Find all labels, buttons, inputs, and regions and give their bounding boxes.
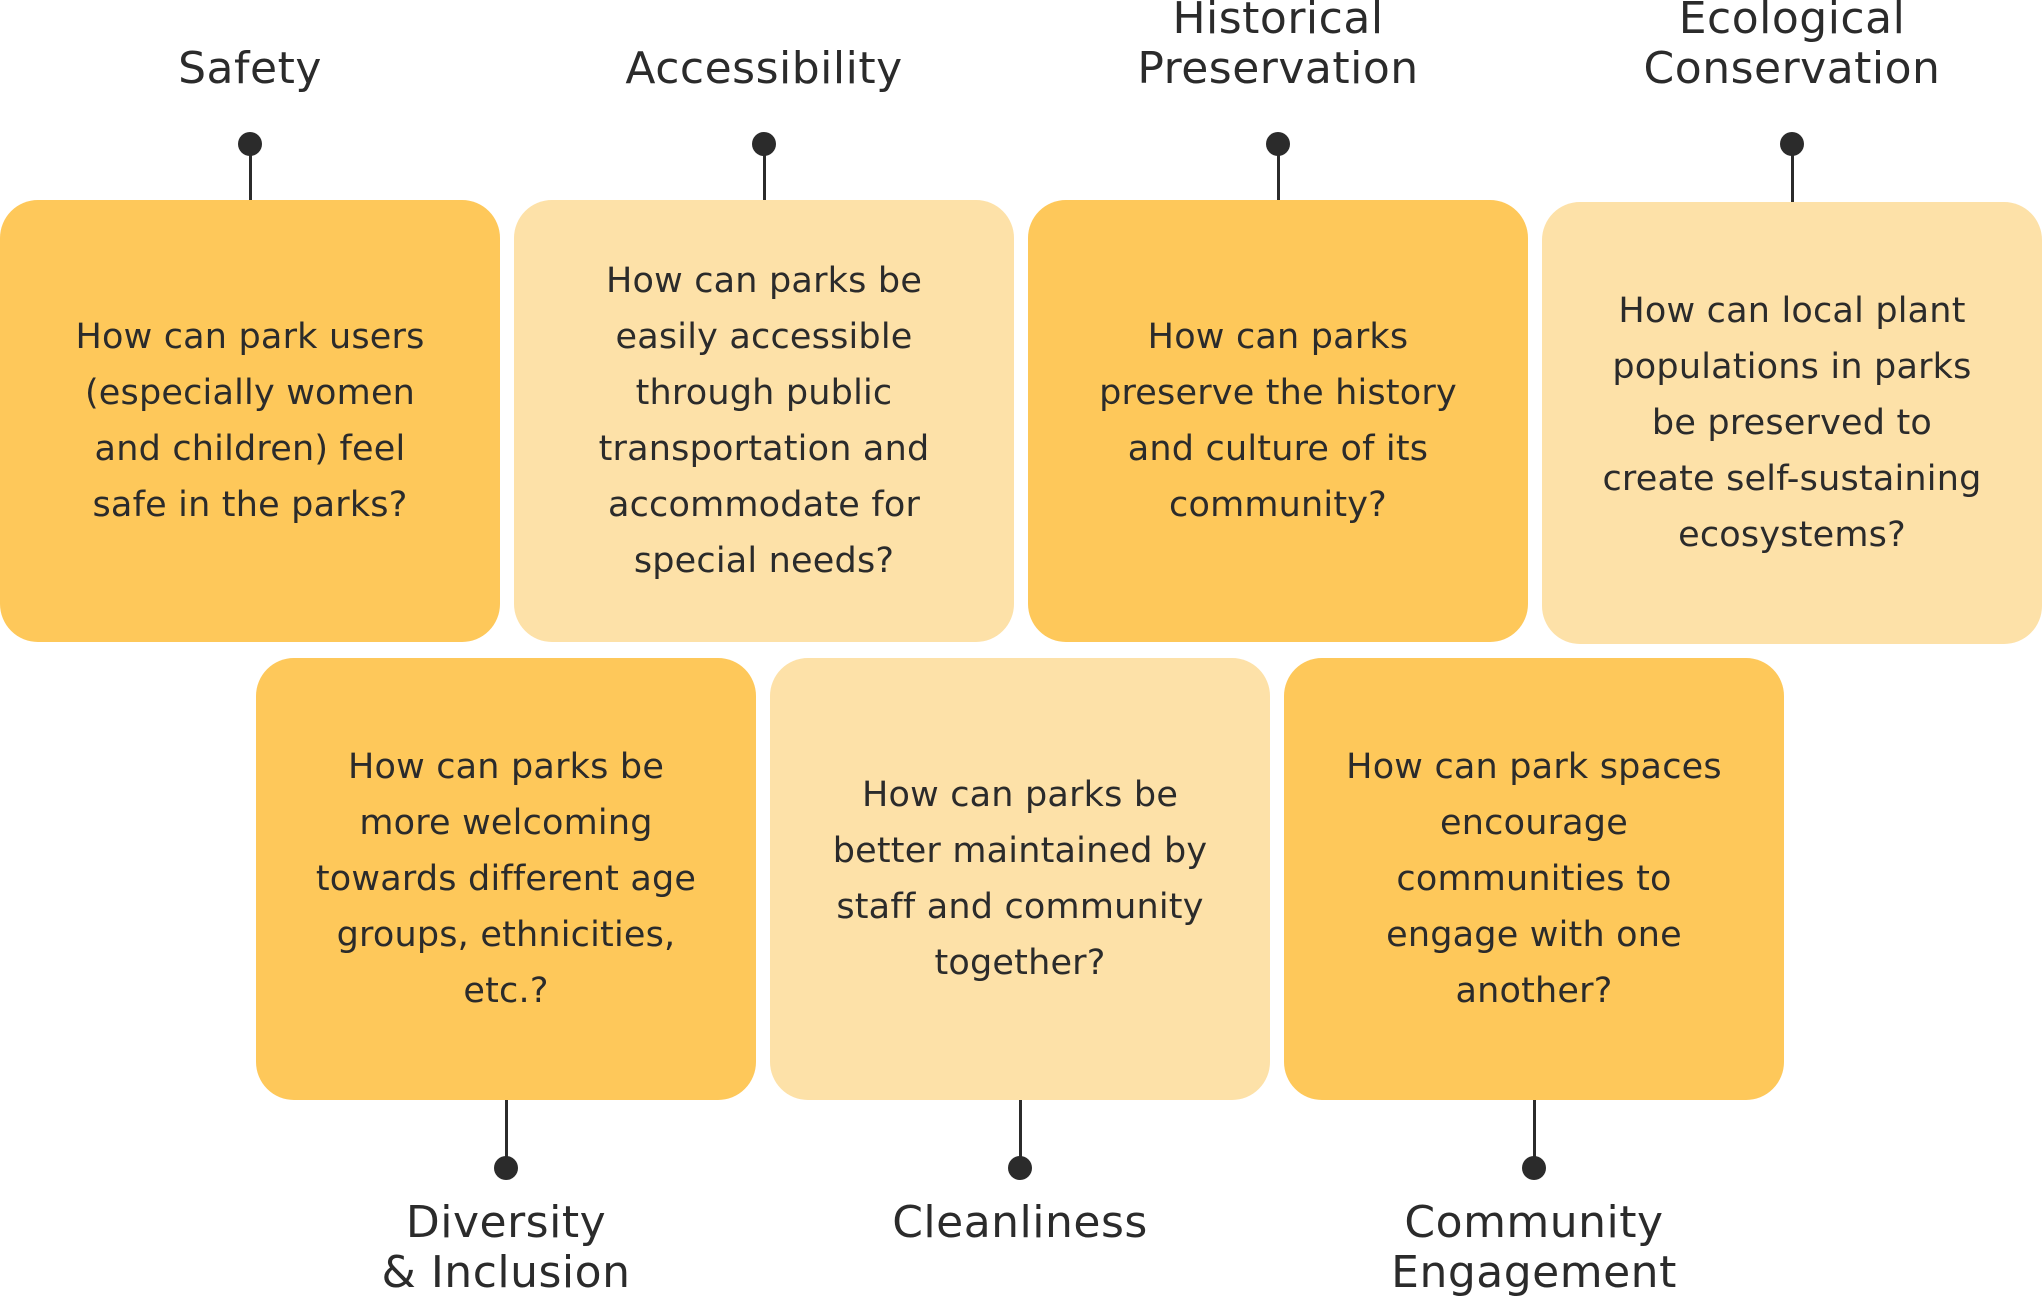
connector-accessibility — [752, 132, 776, 212]
connector-stem — [1790, 144, 1794, 212]
label-community-engagement-line-1: Community — [1404, 1197, 1664, 1248]
card-ecological-conservation-question: How can local plant populations in parks… — [1602, 291, 1982, 555]
label-ecological-conservation: Ecological Conservation — [1542, 0, 2042, 94]
connector-dot — [494, 1156, 518, 1180]
connector-dot — [1008, 1156, 1032, 1180]
label-ecological-conservation-line-1: Ecological — [1678, 0, 1906, 44]
card-diversity-inclusion: How can parks be more welcoming towards … — [256, 658, 756, 1100]
card-community-engagement: How can park spaces encourage communitie… — [1284, 658, 1784, 1100]
label-community-engagement-line-2: Engagement — [1391, 1247, 1677, 1298]
connector-stem — [248, 144, 252, 212]
label-cleanliness: Cleanliness — [770, 1198, 1270, 1248]
label-community-engagement: Community Engagement — [1284, 1198, 1784, 1298]
connector-safety — [238, 132, 262, 212]
card-safety: How can park users (especially women and… — [0, 200, 500, 642]
connector-stem — [1276, 144, 1280, 212]
connector-stem — [762, 144, 766, 212]
connector-stem — [1018, 1100, 1022, 1168]
label-cleanliness-line-1: Cleanliness — [892, 1197, 1148, 1248]
card-safety-question: How can park users (especially women and… — [75, 317, 425, 525]
connector-ecological-conservation — [1780, 132, 1804, 212]
label-historical-preservation: Historical Preservation — [1028, 0, 1528, 94]
card-historical-preservation: How can parks preserve the history and c… — [1028, 200, 1528, 642]
label-historical-preservation-line-1: Historical — [1172, 0, 1384, 44]
label-accessibility-line-1: Accessibility — [625, 43, 903, 94]
card-community-engagement-question: How can park spaces encourage communitie… — [1346, 747, 1722, 1011]
card-accessibility: How can parks be easily accessible throu… — [514, 200, 1014, 642]
connector-stem — [504, 1100, 508, 1168]
connector-diversity-inclusion — [494, 1100, 518, 1180]
label-diversity-inclusion-line-1: Diversity — [405, 1197, 607, 1248]
connector-stem — [1532, 1100, 1536, 1168]
card-cleanliness-question: How can parks be better maintained by st… — [832, 775, 1208, 983]
label-diversity-inclusion-line-2: & Inclusion — [381, 1247, 631, 1298]
connector-community-engagement — [1522, 1100, 1546, 1180]
label-accessibility: Accessibility — [514, 44, 1014, 94]
label-safety: Safety — [0, 44, 500, 94]
label-diversity-inclusion: Diversity & Inclusion — [256, 1198, 756, 1298]
connector-historical-preservation — [1266, 132, 1290, 212]
card-cleanliness: How can parks be better maintained by st… — [770, 658, 1270, 1100]
card-ecological-conservation: How can local plant populations in parks… — [1542, 202, 2042, 644]
label-safety-line-1: Safety — [178, 43, 322, 94]
label-ecological-conservation-line-2: Conservation — [1643, 43, 1941, 94]
connector-cleanliness — [1008, 1100, 1032, 1180]
card-historical-preservation-question: How can parks preserve the history and c… — [1099, 317, 1457, 525]
card-diversity-inclusion-question: How can parks be more welcoming towards … — [315, 747, 697, 1011]
connector-dot — [1522, 1156, 1546, 1180]
card-accessibility-question: How can parks be easily accessible throu… — [598, 261, 930, 581]
label-historical-preservation-line-2: Preservation — [1137, 43, 1419, 94]
